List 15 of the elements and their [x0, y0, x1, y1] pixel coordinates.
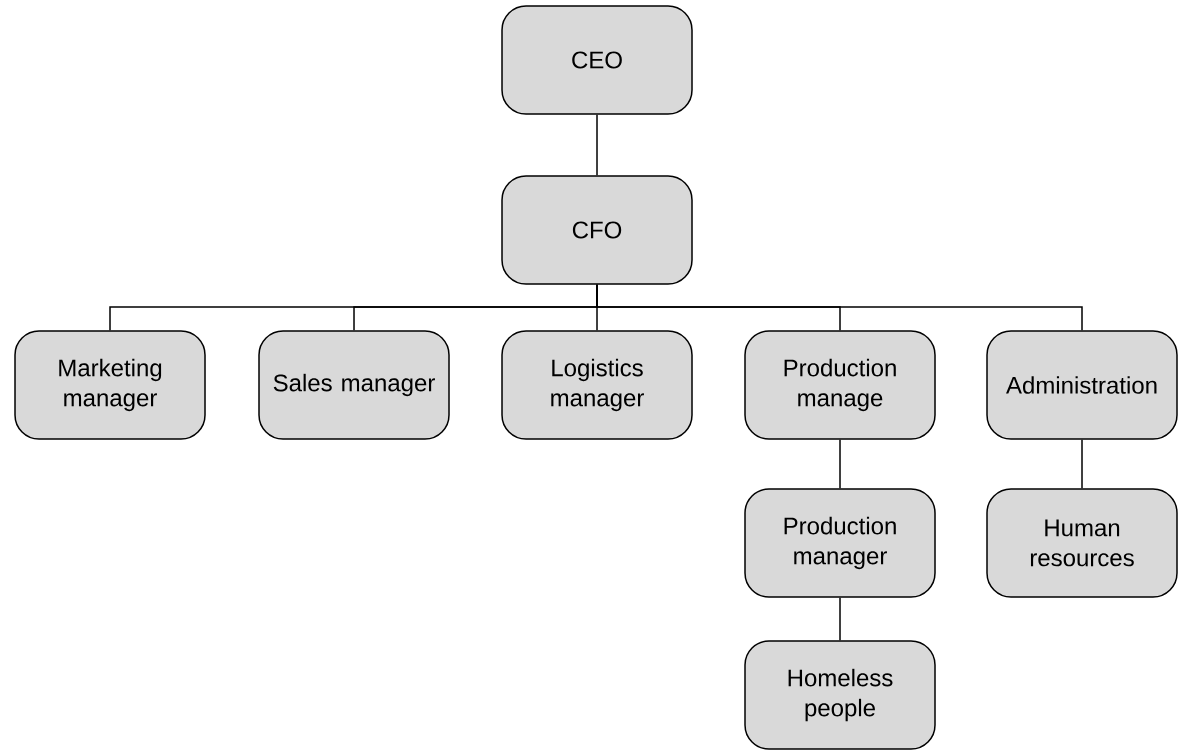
org-box: Homeless people	[744, 640, 936, 750]
connector-line	[596, 114, 598, 176]
org-box: Human resources	[986, 488, 1178, 598]
connector-line	[596, 284, 1083, 331]
org-box: Sales manager	[258, 330, 450, 440]
org-box: Production manager	[744, 488, 936, 598]
org-box: CFO	[501, 175, 693, 285]
org-box: Production manage	[744, 330, 936, 440]
org-box: Marketing manager	[14, 330, 206, 440]
org-box: CEO	[501, 5, 693, 115]
connector-line	[839, 597, 841, 641]
connector-line	[839, 439, 841, 489]
org-box: Logistics manager	[501, 330, 693, 440]
org-box: Administration	[986, 330, 1178, 440]
connector-line	[1081, 439, 1083, 489]
